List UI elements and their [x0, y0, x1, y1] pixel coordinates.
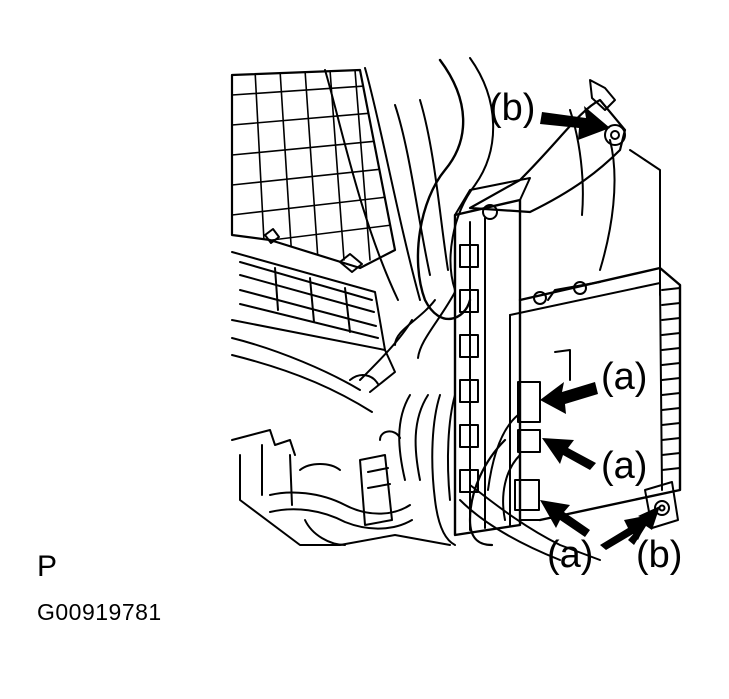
callout-a-3: (a): [547, 534, 594, 576]
main-hose: [360, 58, 493, 380]
lower-assembly: [232, 430, 450, 545]
callout-a-1: (a): [601, 356, 648, 398]
wire-harness: [399, 395, 600, 560]
duct-housing: [232, 252, 395, 412]
arrow-a-1-icon: [540, 382, 598, 414]
figure-id-label: G00919781: [37, 599, 162, 625]
ecu-box: [510, 268, 680, 528]
view-code-label: P: [37, 550, 58, 583]
heater-core-grid: [232, 70, 400, 272]
callout-b-top: (b): [489, 87, 536, 129]
callout-a-2: (a): [601, 445, 648, 487]
arrow-a-3-icon: [540, 500, 590, 537]
background-pipes: [325, 68, 448, 300]
callout-b-bottom: (b): [636, 534, 683, 576]
pointer-arrows: [540, 106, 660, 550]
support-frame: [455, 178, 530, 535]
arrow-b-bottom-icon: [600, 506, 660, 550]
upper-bracket: [470, 80, 660, 304]
arrow-b-top-icon: [540, 106, 610, 140]
arrow-a-2-icon: [542, 438, 596, 470]
